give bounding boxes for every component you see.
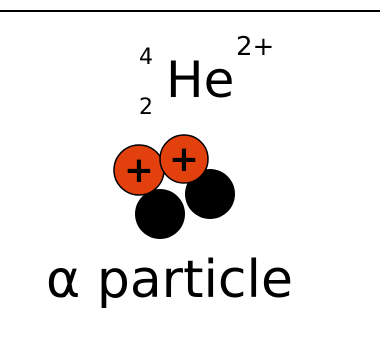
neutron-right [185,169,235,219]
particle-caption: α particle [46,250,293,310]
top-divider-line [0,10,380,12]
ion-charge: 2+ [236,32,275,62]
caption-text: particle [96,250,293,310]
element-symbol: He [166,51,235,109]
proton-right-plus: + [169,139,199,180]
proton-left: + [113,144,165,196]
atomic-number: 2 [139,95,153,120]
helium-nucleus-diagram: + + [113,134,235,239]
proton-left-plus: + [124,150,154,191]
neutron-left [135,189,185,239]
mass-number: 4 [139,45,153,70]
proton-right: + [159,134,209,184]
alpha-symbol: α [46,250,81,310]
